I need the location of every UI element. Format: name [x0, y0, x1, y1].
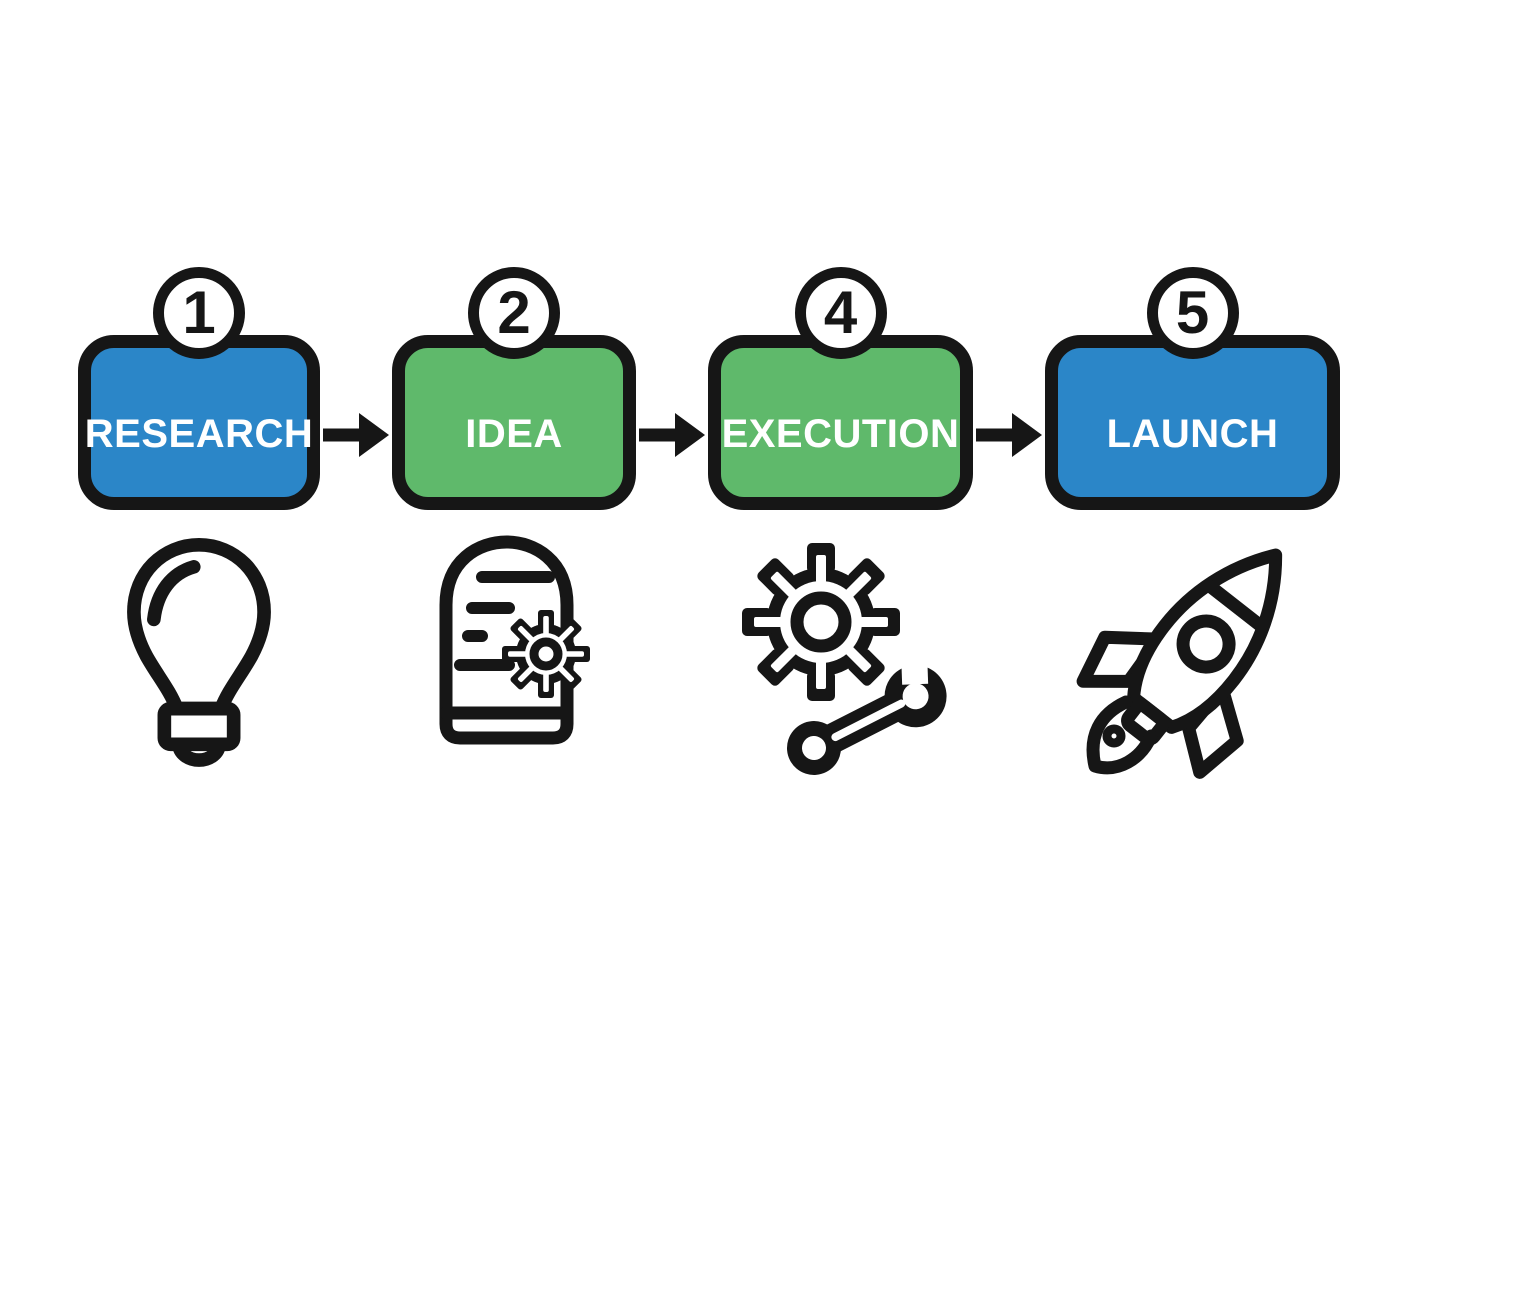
step-node-research: RESEARCH 1 — [78, 267, 320, 510]
step-number-badge-1: 1 — [153, 267, 245, 359]
step-box-idea: IDEA — [392, 335, 636, 510]
step-number-badge-4: 4 — [794, 267, 887, 359]
arrow-right-icon — [636, 408, 708, 462]
step-node-launch: LAUNCH 5 — [1045, 267, 1340, 510]
step-label-idea: IDEA — [465, 412, 563, 456]
step-label-research: RESEARCH — [84, 412, 314, 456]
step-idea: IDEA 2 — [392, 267, 636, 745]
step-number-2: 2 — [497, 279, 531, 346]
arrow-right-icon — [973, 408, 1045, 462]
lightbulb-icon — [94, 530, 304, 777]
step-box-research: RESEARCH — [78, 335, 320, 510]
step-execution: EXECUTION 4 — [708, 267, 973, 790]
step-node-idea: IDEA 2 — [392, 267, 636, 510]
document-gear-icon — [434, 530, 594, 745]
gear-wrench-icon — [726, 530, 956, 790]
step-number-1: 1 — [182, 279, 216, 346]
process-flow-diagram: RESEARCH 1 IDEA 2 — [78, 267, 1536, 800]
step-launch: LAUNCH 5 — [1045, 267, 1340, 800]
step-box-launch: LAUNCH — [1045, 335, 1340, 510]
step-label-execution: EXECUTION — [721, 412, 960, 456]
step-label-launch: LAUNCH — [1106, 412, 1279, 456]
step-number-badge-2: 2 — [468, 267, 560, 359]
step-box-execution: EXECUTION — [708, 335, 973, 510]
step-number-5: 5 — [1175, 279, 1210, 346]
step-number-4: 4 — [823, 279, 858, 346]
step-number-badge-5: 5 — [1146, 267, 1239, 359]
step-research: RESEARCH 1 — [78, 267, 320, 777]
rocket-icon — [1068, 530, 1318, 800]
step-node-execution: EXECUTION 4 — [708, 267, 973, 510]
arrow-right-icon — [320, 408, 392, 462]
